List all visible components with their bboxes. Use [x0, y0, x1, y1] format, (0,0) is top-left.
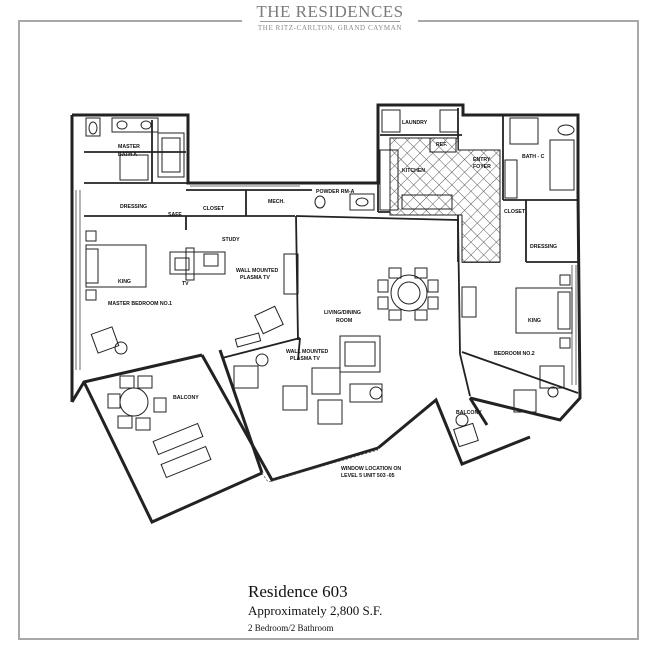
- bath-c-fixtures: [504, 117, 575, 199]
- brand-title: THE RESIDENCES: [256, 2, 404, 21]
- label-mech: MECH.: [268, 199, 285, 205]
- label-ref: REF.: [436, 142, 448, 148]
- living-furniture: [233, 267, 439, 425]
- label-balcony-left: BALCONY: [173, 395, 199, 401]
- label-plasma-living-1: WALL MOUNTED: [286, 349, 329, 355]
- label-plasma-study-2: PLASMA TV: [240, 275, 270, 281]
- label-closet-right: CLOSET: [504, 209, 526, 215]
- label-window-note-2: LEVEL 5 UNIT 503 -05: [341, 473, 395, 479]
- powder-fixtures: [314, 193, 375, 211]
- kitchen-fixtures: [379, 109, 459, 211]
- label-balcony-right: BALCONY: [456, 410, 482, 416]
- label-closet-left: CLOSET: [203, 206, 225, 212]
- label-dressing-right: DRESSING: [530, 244, 557, 250]
- residence-bedrooms: 2 Bedroom/2 Bathroom: [248, 623, 334, 633]
- windows: [75, 185, 577, 385]
- label-master-bath-1: MASTER: [118, 144, 140, 150]
- master-bedroom-furniture: [85, 230, 299, 355]
- exterior-walls: [70, 103, 582, 524]
- label-king-right: KING: [528, 318, 541, 324]
- label-dressing-left: DRESSING: [120, 204, 147, 210]
- brand-header: THE RESIDENCES THE RITZ-CARLTON, GRAND C…: [242, 0, 418, 36]
- master-bath-fixtures: [85, 117, 185, 181]
- label-master-bedroom: MASTER BEDROOM NO.1: [108, 301, 172, 307]
- foyer-tile: [389, 137, 501, 263]
- bedroom2-furniture: [461, 274, 573, 413]
- residence-title: Residence 603: [248, 582, 348, 601]
- label-living-1: LIVING/DINING: [324, 310, 361, 316]
- label-living-2: ROOM: [336, 318, 352, 324]
- label-bedroom-2: BEDROOM NO.2: [494, 351, 535, 357]
- room-labels: MASTER BATH A DRESSING SAFE CLOSET MECH.…: [108, 120, 557, 479]
- label-bath-c: BATH - C: [522, 154, 545, 160]
- label-safe: SAFE: [168, 212, 182, 218]
- label-laundry: LAUNDRY: [402, 120, 428, 126]
- label-plasma-study-1: WALL MOUNTED: [236, 268, 279, 274]
- label-entry-1: ENTRY: [473, 157, 491, 163]
- label-entry-2: FOYER: [473, 164, 491, 170]
- label-powder: POWDER RM-A: [316, 189, 355, 195]
- label-plasma-living-2: PLASMA TV: [290, 356, 320, 362]
- label-tv-study: TV: [182, 281, 189, 287]
- label-king-left: KING: [118, 279, 131, 285]
- brand-rule: [260, 21, 400, 22]
- residence-area: Approximately 2,800 S.F.: [248, 603, 383, 618]
- label-master-bath-2: BATH A: [118, 152, 137, 158]
- label-kitchen: KITCHEN: [402, 168, 425, 174]
- left-balcony-furniture: [107, 375, 212, 479]
- right-balcony-furniture: [453, 413, 479, 448]
- label-study: STUDY: [222, 237, 240, 243]
- label-window-note-1: WINDOW LOCATION ON: [341, 466, 401, 472]
- brand-subtitle: THE RITZ-CARLTON, GRAND CAYMAN: [257, 24, 403, 32]
